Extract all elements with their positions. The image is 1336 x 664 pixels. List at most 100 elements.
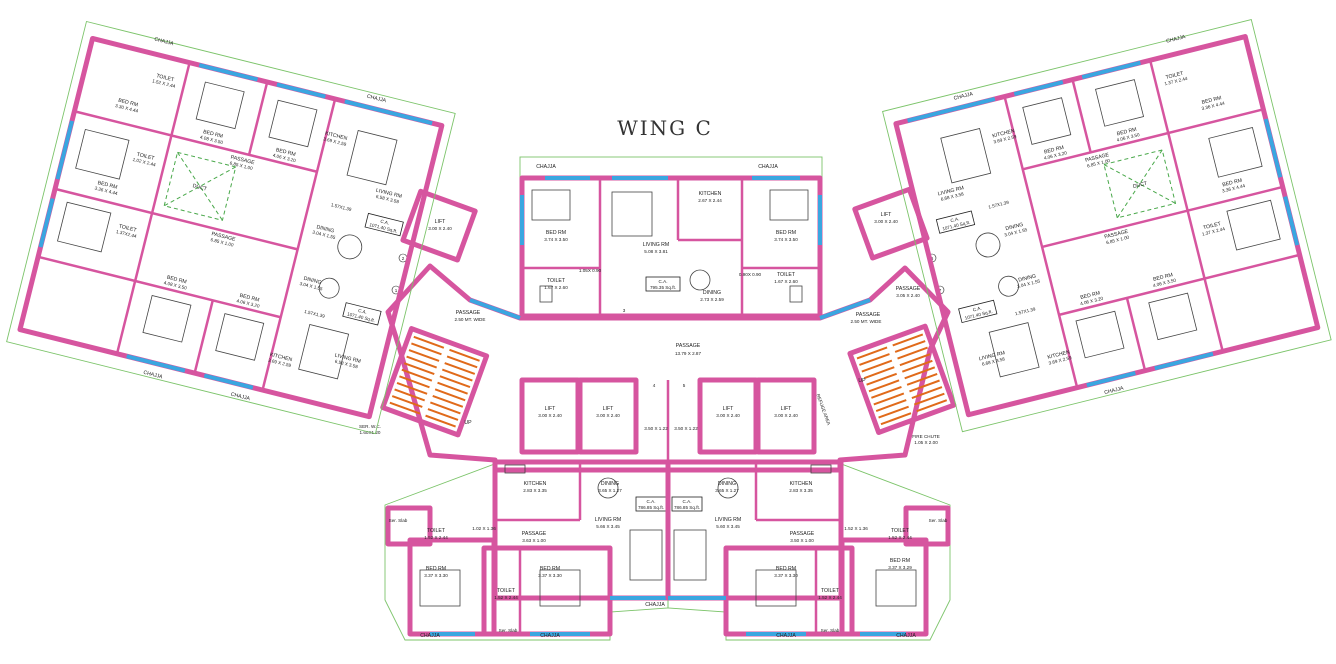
- room-size: 3.69 X 2.59: [323, 136, 347, 147]
- room-label: TOILET: [427, 528, 446, 534]
- ca-label: C.A.: [647, 499, 656, 504]
- room-label: BED RM: [166, 275, 187, 286]
- room-size: 6.58 X 3.58: [334, 359, 358, 370]
- chajja-label: CHAJJA: [366, 94, 387, 105]
- room-size: 3.30 X 4.44: [115, 103, 139, 114]
- balcony-size: 1.57X1.39: [1014, 306, 1036, 316]
- stair-tread: [911, 386, 943, 399]
- room-size: 3.50 X 1.00: [790, 538, 814, 543]
- left-wing: CHAJJA CHAJJA BED RM 4.08 X 3.50 BED RM …: [6, 20, 456, 435]
- lift-label: LIFT: [545, 406, 556, 412]
- door-number: 4: [653, 383, 656, 388]
- room-label: PASSAGE: [1104, 229, 1130, 241]
- stair-tread: [866, 372, 898, 386]
- ca-label: C.A.: [950, 216, 960, 223]
- room-size: 1.52 X 2.44: [818, 595, 842, 600]
- room-label: BED RM: [1116, 127, 1137, 138]
- ca-value: 786.85 Sq.ft.: [638, 505, 664, 510]
- room-label: TOILET: [1165, 70, 1185, 80]
- room-label: BED RM: [202, 129, 223, 140]
- room-size: 4.06 X 3.50: [1152, 278, 1176, 289]
- room-size: 1.37 X 2.44: [1164, 76, 1188, 87]
- stair-tread: [439, 375, 471, 389]
- room-size: 5.66 X 3.45: [596, 524, 620, 529]
- room-size: 3.37 X 3.29: [888, 565, 912, 570]
- passage-wide-size: 2.50 MT. WIDE: [851, 319, 882, 324]
- room-label: DINING: [601, 481, 619, 487]
- center-unit-wall: [519, 175, 823, 319]
- lift-size: 3.00 X 2.40: [596, 413, 620, 418]
- room-size: 1.52 X 2.44: [888, 535, 912, 540]
- room-label: BED RM: [1222, 178, 1243, 189]
- stair-tread: [878, 405, 909, 419]
- room-size: 4.08 X 3.50: [163, 280, 187, 291]
- room-size: 3.05 X 2.40: [896, 293, 920, 298]
- room-size: 1.37X2.44: [115, 229, 137, 239]
- room-size: 2.67 X 2.44: [698, 198, 722, 203]
- chajja-label: CHAJJA: [645, 602, 665, 608]
- stair-tread: [427, 408, 459, 421]
- door-number: 5: [683, 383, 686, 388]
- chajja-label: CHAJJA: [230, 392, 251, 403]
- door-number: 3: [623, 308, 626, 313]
- room-size: 4.06 X 3.20: [1043, 150, 1067, 161]
- room-label: TOILET: [118, 224, 138, 234]
- ca-value: 786.85 Sq.ft.: [674, 505, 700, 510]
- stair-tread: [425, 414, 456, 428]
- stair-tread: [871, 385, 902, 399]
- room-size: 3.74 X 3.50: [774, 237, 798, 242]
- door-number: 6: [931, 256, 934, 261]
- fire-chute-label: FIRE CHUTE: [912, 434, 940, 439]
- lobby-size: 3.50 X 1.22: [644, 426, 668, 431]
- room-size: 3.04 X 1.55: [299, 281, 323, 292]
- core: PASSAGE 13.79 X 2.87 LIFT 3.00 X 2.40 LI…: [359, 186, 957, 473]
- room-label: TOILET: [777, 272, 796, 278]
- room-label: BED RM: [426, 566, 446, 572]
- room-size: 6.85 X 1.00: [229, 160, 253, 171]
- fire-chute-size: 1.05 X 2.00: [914, 440, 938, 445]
- room-size: 3.69 X 2.59: [993, 134, 1017, 145]
- stair-tread: [901, 359, 933, 373]
- room-label: LIVING RM: [715, 517, 742, 523]
- door-number: 7: [939, 288, 942, 293]
- chajja-label: CHAJJA: [953, 91, 974, 102]
- stair-tread: [913, 392, 945, 406]
- stair-tread: [873, 392, 905, 406]
- stair-tread: [394, 388, 426, 402]
- chajja-label: CHAJJA: [896, 633, 916, 639]
- stair-tread: [437, 381, 468, 395]
- room-label: DINING: [718, 481, 736, 487]
- lift-label: LIFT: [723, 406, 734, 412]
- room-size: 4.06 X 3.20: [272, 153, 296, 164]
- room-size: 1.52 X 2.44: [424, 535, 448, 540]
- room-label: BED RM: [776, 230, 796, 236]
- duct-label: DUCT: [1132, 181, 1148, 191]
- bottom-right-unit: KITCHEN 2.83 X 3.35 DINING 3.65 X 1.27 L…: [665, 459, 951, 641]
- ca-value: 1071.40 Sq.ft.: [369, 222, 398, 234]
- stair-tread: [432, 394, 464, 408]
- room-size: 3.69 X 2.59: [1048, 355, 1072, 366]
- room-label: BED RM: [540, 566, 560, 572]
- room-label: TOILET: [156, 73, 176, 83]
- ser-slab-label: Ser. Slab: [499, 628, 518, 633]
- room-label: BED RM: [776, 566, 796, 572]
- right-staircase: [847, 323, 957, 435]
- wb-size: 1.52 X 1.36: [844, 526, 868, 531]
- stair-tread: [909, 379, 940, 393]
- stair-up-label: UP: [464, 420, 472, 426]
- room-label: BED RM: [239, 293, 260, 304]
- room-size: 1.02 X 2.44: [132, 157, 156, 168]
- stair-tread: [446, 355, 478, 369]
- chajja-label: CHAJJA: [758, 164, 778, 170]
- ser-slab-label: Ser. Slab: [929, 518, 948, 523]
- room-size: 3.37 X 3.30: [538, 573, 562, 578]
- lift-size: 3.00 X 2.40: [428, 226, 452, 231]
- room-label: BED RM: [1044, 145, 1065, 156]
- stair-tread: [863, 366, 895, 380]
- room-label: DINING: [703, 290, 721, 296]
- ca-value: 1071.40 Sq.ft.: [347, 311, 376, 323]
- room-label: DINING: [316, 224, 335, 234]
- ca-label: C.A.: [972, 305, 982, 312]
- room-label: BED RM: [275, 147, 296, 158]
- stair-tread: [875, 399, 907, 412]
